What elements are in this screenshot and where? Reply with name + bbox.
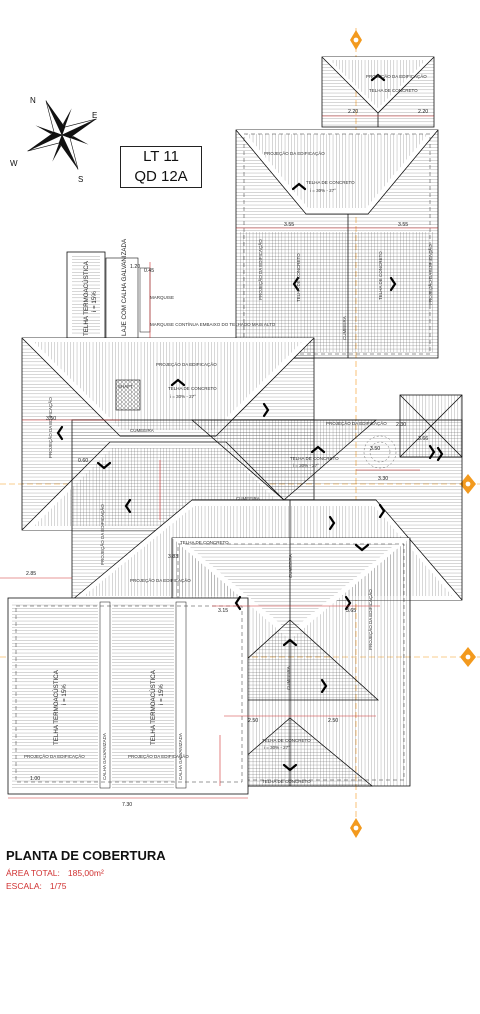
label-projecao-vert-4: PROJEÇÃO DA EDIFICAÇÃO [99, 504, 105, 565]
label-telha-vert-2: TELHA DE CONCRETO [378, 251, 383, 300]
label-calha-vert-1: CALHA GALVANIZADA [102, 733, 107, 780]
dim-100: 1.00 [30, 776, 40, 782]
label-shaft: SHAFT [118, 384, 133, 389]
scale-label: ESCALA: [6, 881, 42, 891]
dim-366: 3.66 [418, 436, 428, 442]
label-termo-ll-a: TELHA TERMOACÚSTICA [53, 669, 60, 745]
label-projecao-vert-3: PROJEÇÃO DA EDIFICAÇÃO [47, 397, 53, 458]
dim-285: 2.85 [26, 571, 36, 577]
label-projecao-right: PROJEÇÃO DA EDIFICAÇÃO [326, 420, 387, 426]
label-telha-left: TELHA DE CONCRETO [168, 386, 217, 391]
label-slope-left: i = 30% - 27° [170, 394, 196, 399]
dim-383: 3.83 [168, 554, 178, 560]
compass-n: N [30, 96, 36, 105]
label-telha-bottom-b: TELHA DE CONCRETO [262, 779, 311, 784]
compass-w: W [10, 159, 18, 168]
label-telha-upper: TELHA DE CONCRETO [306, 180, 355, 185]
label-termo-ll-b-slope: i = 15% [158, 684, 165, 705]
label-projecao-vert-5: PROJEÇÃO DA EDIFICAÇÃO [367, 589, 373, 650]
label-marquise: MARQUISE [150, 295, 174, 300]
label-calha-vert-2: CALHA GALVANIZADA [178, 733, 183, 780]
drawing-title: PLANTA DE COBERTURA [6, 848, 166, 863]
dim-045: 0.45 [144, 268, 154, 274]
dimension-lines [0, 115, 438, 799]
label-telha-center: TELHA DE CONCRETO [290, 456, 339, 461]
label-telha-vert-1: TELHA DE CONCRETO [296, 253, 301, 302]
dim-250b: 2.50 [328, 718, 338, 724]
roof-section-upper-block [235, 129, 439, 359]
roof-section-lower-left-termo [7, 597, 249, 795]
dim-365: 3.65 [346, 608, 356, 614]
dim-730: 7.30 [122, 802, 132, 808]
dim-355a: 3.55 [284, 222, 294, 228]
dim-355b: 3.55 [398, 222, 408, 228]
scale-value: 1/75 [49, 881, 67, 891]
roof-section-termo-strip [66, 251, 151, 339]
label-projecao-top: PROJEÇÃO DA EDIFICAÇÃO [366, 73, 427, 79]
dim-220a: 2.20 [348, 109, 358, 115]
label-projecao-ll-a: PROJEÇÃO DA EDIFICAÇÃO [24, 753, 85, 759]
label-cumeeira-vert-2: CUMEEIRA [288, 554, 293, 578]
slope-arrow-icons [56, 73, 444, 772]
scale-line: ESCALA: 1/75 [6, 881, 466, 891]
label-slope-bottom: i = 30% - 27° [264, 745, 290, 750]
dim-120: 1.20 [130, 264, 140, 270]
area-line: ÁREA TOTAL: 185,00m² [6, 868, 466, 878]
label-telha-top: TELHA DE CONCRETO [369, 88, 418, 93]
north-arrow-compass-icon [27, 100, 97, 170]
label-laje: LAJE COM CALHA GALVANIZADA [121, 238, 128, 336]
label-slope-center: i = 30% - 27° [293, 463, 319, 468]
drawing-footer: PLANTA DE COBERTURA ÁREA TOTAL:185,00m² … [6, 848, 466, 894]
area-label: ÁREA TOTAL: [6, 868, 60, 878]
label-termo-ll-b: TELHA TERMOACÚSTICA [150, 669, 157, 745]
label-marquise-note: MARQUISE CONTÍNUA EMBAIXO DO TELHADO MAI… [150, 321, 276, 327]
label-slope-upper: i = 30% - 27° [310, 188, 336, 193]
label-projecao-vert-1: PROJEÇÃO DA EDIFICAÇÃO [257, 239, 263, 300]
label-projecao-left: PROJEÇÃO DA EDIFICAÇÃO [156, 361, 217, 367]
label-cumeeira-center: CUMEEIRA [236, 496, 260, 501]
label-cumeeira-left: CUMEEIRA [130, 428, 154, 433]
label-cumeeira-vert-3: CUMEEIRA [286, 666, 291, 690]
dim-230: 2.30 [396, 422, 406, 428]
label-projecao-vert-2: PROJEÇÃO DA EDIFICAÇÃO [427, 244, 433, 305]
lot-number: LT 11 [143, 148, 179, 165]
label-projecao-mid: PROJEÇÃO DA EDIFICAÇÃO [130, 577, 191, 583]
compass-s: S [78, 175, 83, 184]
dim-315: 3.15 [218, 608, 228, 614]
dim-060: 0.60 [78, 458, 88, 464]
label-termo-strip: TELHA TERMOACÚSTICA [83, 260, 90, 336]
label-telha-bottom-a: TELHA DE CONCRETO [262, 738, 311, 743]
label-telha-mid: TELHA DE CONCRETO [180, 540, 229, 545]
label-termo-ll-a-slope: i = 15% [61, 684, 68, 705]
area-value: 185,00m² [67, 868, 104, 878]
dim-220b: 2.20 [418, 109, 428, 115]
lot-label-box: LT 11 QD 12A [120, 146, 202, 188]
block-number: QD 12A [134, 168, 188, 185]
label-projecao-ll-b: PROJEÇÃO DA EDIFICAÇÃO [128, 753, 189, 759]
roof-section-top-tower [321, 56, 435, 128]
label-termo-strip-slope: i = 15% [91, 291, 98, 312]
compass-e: E [92, 111, 97, 120]
axis-marker-icon [350, 30, 476, 838]
dim-330: 3.30 [378, 476, 388, 482]
dim-350b: 3.50 [370, 446, 380, 452]
label-projecao-upper: PROJEÇÃO DA EDIFICAÇÃO [264, 150, 325, 156]
dim-350a: 3.50 [46, 416, 56, 422]
label-cumeeira-vert-1: CUMEEIRA [342, 316, 347, 340]
roof-plan-drawing: N E S W [0, 28, 480, 838]
dim-250a: 2.50 [248, 718, 258, 724]
